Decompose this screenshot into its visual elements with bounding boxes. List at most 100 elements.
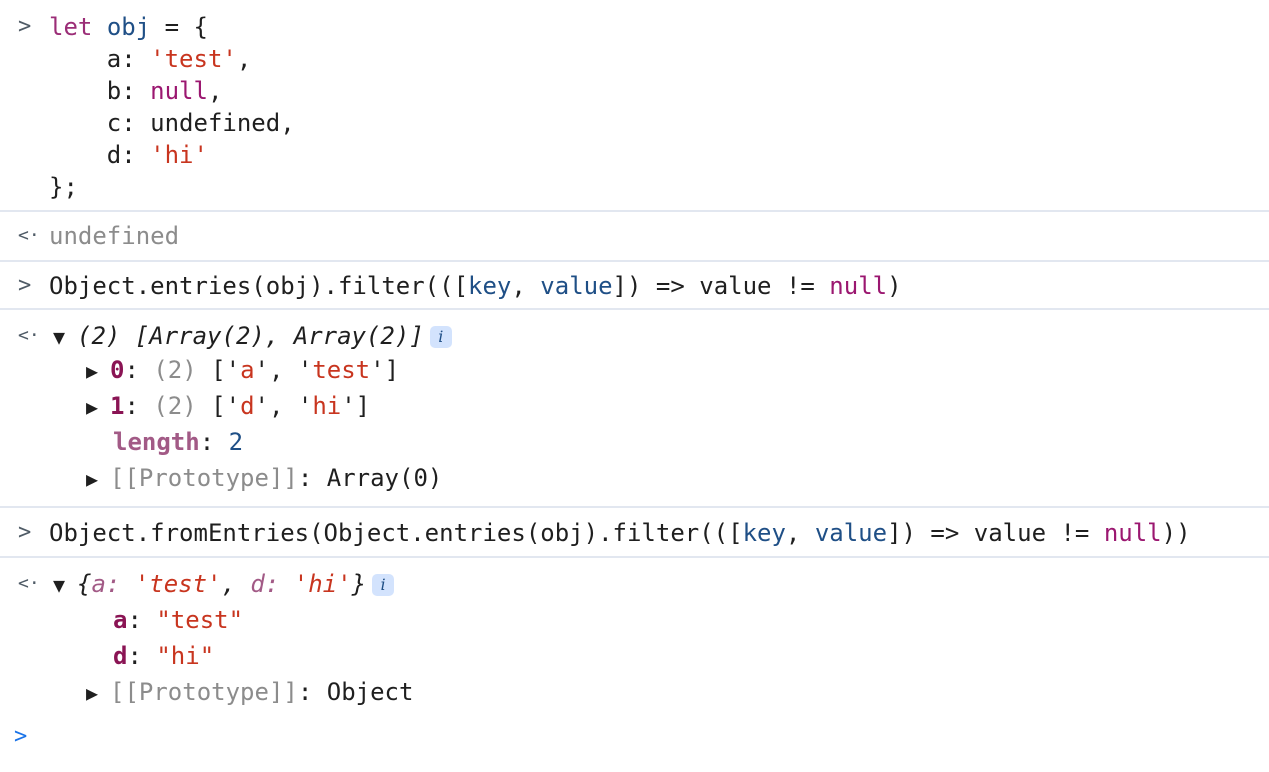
code-line[interactable]: };: [49, 173, 78, 201]
separator: ', ': [254, 392, 313, 420]
code-text: )): [1161, 519, 1191, 547]
triangle-down-icon[interactable]: ▼: [53, 325, 66, 349]
object-property-d: d: "hi": [113, 640, 214, 672]
colon: :: [297, 464, 327, 492]
code-text: ]) => value !=: [887, 519, 1104, 547]
tree-row: length: 2: [0, 426, 1269, 458]
result-summary-line[interactable]: <· ▼{a: 'test', d: 'hi'}i: [0, 568, 1269, 600]
code-text: ,: [785, 519, 815, 547]
null-value: null: [829, 272, 888, 300]
summary-key: d:: [250, 570, 294, 598]
code-line[interactable]: d: 'hi': [49, 139, 208, 171]
tree-item-1[interactable]: ▶1: (2) ['d', 'hi']: [86, 390, 370, 423]
param-value: value: [540, 272, 613, 300]
summary-open: {: [77, 570, 92, 598]
summary-close: }: [351, 570, 367, 598]
triangle-right-icon[interactable]: ▶: [86, 681, 99, 705]
console-result-entry-1: <· undefined: [0, 212, 1269, 262]
code-text: ): [887, 272, 902, 300]
tree-item-0[interactable]: ▶0: (2) ['a', 'test']: [86, 354, 399, 387]
null-value: null: [1103, 519, 1162, 547]
colon: :: [124, 392, 154, 420]
tree-row: d: "hi": [0, 640, 1269, 672]
array-length: (2): [153, 356, 197, 384]
active-prompt-icon[interactable]: >: [14, 724, 28, 749]
tree-row[interactable]: ▶ [[Prototype]]: Array(0): [0, 462, 1269, 494]
info-icon[interactable]: i: [372, 574, 395, 596]
code-line[interactable]: Object.entries(obj).filter(([key, value]…: [49, 270, 902, 302]
devtools-console: > let obj = { a: 'test', b: null, c: und…: [0, 0, 1269, 708]
output-prompt-icon: <·: [18, 325, 40, 346]
object-key: a:: [49, 45, 151, 73]
string-value: d: [240, 392, 255, 420]
result-summary-line[interactable]: <· ▼(2) [Array(2), Array(2)]i: [0, 320, 1269, 352]
input-line: > Object.fromEntries(Object.entries(obj)…: [0, 517, 1269, 549]
input-prompt-icon: >: [18, 273, 32, 298]
string-value: 'test': [150, 45, 237, 73]
summary-value: 'hi': [293, 570, 352, 598]
number-value: 2: [228, 428, 244, 456]
prototype-label: [[Prototype]]: [110, 678, 298, 706]
tree-row[interactable]: ▶1: (2) ['d', 'hi']: [0, 390, 1269, 422]
prototype-value: Object: [326, 678, 414, 706]
array-length: (2): [153, 392, 197, 420]
prototype-label: [[Prototype]]: [110, 464, 298, 492]
input-prompt-icon: >: [18, 520, 32, 545]
code-line[interactable]: let obj = {: [49, 11, 208, 43]
console-result-entry-3: <· ▼{a: 'test', d: 'hi'}i a: "test" d: "…: [0, 558, 1269, 708]
prototype-item[interactable]: ▶[[Prototype]]: Object: [86, 676, 413, 709]
info-icon[interactable]: i: [429, 326, 452, 348]
separator: ', ': [254, 356, 313, 384]
colon: :: [127, 642, 157, 670]
variable-obj: obj: [106, 13, 151, 41]
output-prompt-icon: <·: [18, 573, 40, 594]
array-index: 0: [110, 356, 125, 384]
code-text: ]) => value !=: [612, 272, 830, 300]
result-value: undefined: [49, 222, 180, 250]
string-value: a: [240, 356, 255, 384]
string-value: 'hi': [150, 141, 208, 169]
result-line: <· undefined: [0, 220, 1269, 252]
colon: :: [124, 356, 154, 384]
param-value: value: [814, 519, 888, 547]
property-name: length: [113, 428, 200, 456]
tree-root[interactable]: ▼{a: 'test', d: 'hi'}i: [53, 568, 395, 601]
colon: :: [199, 428, 229, 456]
input-line: };: [0, 171, 1269, 203]
tree-row[interactable]: ▶[[Prototype]]: Object: [0, 676, 1269, 708]
code-line[interactable]: c: undefined,: [49, 109, 295, 137]
prototype-item[interactable]: ▶ [[Prototype]]: Array(0): [86, 462, 442, 495]
bracket-open: [': [196, 356, 241, 384]
triangle-right-icon[interactable]: ▶: [86, 467, 99, 491]
string-value: hi: [312, 392, 342, 420]
code-line[interactable]: a: 'test',: [49, 43, 252, 75]
input-line: > Object.entries(obj).filter(([key, valu…: [0, 270, 1269, 302]
input-line: d: 'hi': [0, 139, 1269, 171]
keyword-let: let: [49, 13, 93, 41]
param-key: key: [742, 519, 786, 547]
object-key: d:: [49, 141, 151, 169]
code-line[interactable]: Object.fromEntries(Object.entries(obj).f…: [49, 517, 1191, 549]
summary-comma: ,: [221, 570, 251, 598]
code-line[interactable]: b: null,: [49, 75, 223, 107]
param-key: key: [468, 272, 512, 300]
object-property-a: a: "test": [113, 604, 243, 636]
tree-root[interactable]: ▼(2) [Array(2), Array(2)]i: [53, 320, 452, 353]
bracket-open: [': [196, 392, 241, 420]
triangle-right-icon[interactable]: ▶: [86, 395, 99, 419]
bracket-close: ']: [370, 356, 400, 384]
output-prompt-icon: <·: [18, 225, 40, 246]
code-text: = {: [150, 13, 208, 41]
triangle-down-icon[interactable]: ▼: [53, 573, 66, 597]
console-result-entry-2: <· ▼(2) [Array(2), Array(2)]i ▶ 0: (2) ['…: [0, 310, 1269, 508]
code-text: Object.entries(obj).filter(([: [49, 272, 469, 300]
property-name: d: [113, 642, 128, 670]
string-value: "test": [156, 606, 244, 634]
console-input-entry-1: > let obj = { a: 'test', b: null, c: und…: [0, 0, 1269, 212]
input-line: c: undefined,: [0, 107, 1269, 139]
tree-row[interactable]: ▶0: (2) ['a', 'test']: [0, 354, 1269, 386]
code-text: ,: [511, 272, 541, 300]
tree-row: a: "test": [0, 604, 1269, 636]
triangle-right-icon[interactable]: ▶: [86, 359, 99, 383]
prototype-value: Array(0): [326, 464, 443, 492]
